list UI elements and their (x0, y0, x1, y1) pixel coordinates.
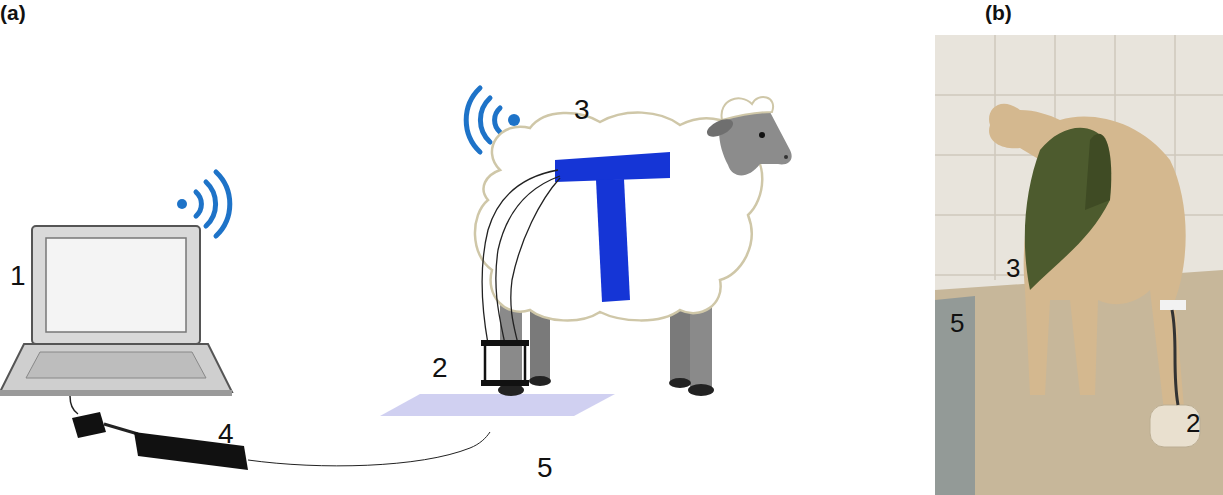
photo-sheep (989, 104, 1186, 420)
plate-wire (248, 432, 490, 466)
hoof (688, 384, 714, 396)
leg-sensor (485, 344, 525, 382)
callout-number: 4 (218, 420, 234, 448)
photo-coat-fold (1085, 134, 1111, 210)
callout-number: 1 (10, 262, 26, 290)
pressure-plate (380, 394, 615, 416)
sheep-eye (759, 132, 765, 138)
wifi-arc (206, 182, 216, 226)
usb-cable (70, 396, 78, 414)
laptop-screen (46, 238, 186, 332)
wifi-dot (508, 114, 520, 126)
hoof (669, 378, 691, 388)
wifi-arc (196, 192, 201, 216)
saddle-pack (555, 152, 670, 182)
laptop-edge (0, 390, 232, 396)
photo-cable (1172, 310, 1178, 405)
laptop-screen-frame (32, 226, 200, 344)
wifi-arc (466, 88, 480, 152)
wifi-icon (177, 172, 230, 236)
sensor-band (481, 380, 529, 386)
photo-trough (935, 296, 975, 495)
sheep-nose (784, 155, 788, 159)
photo-leg-sensor (1150, 405, 1200, 447)
photo (935, 35, 1223, 495)
laptop-base (0, 344, 232, 392)
saddle-strap (596, 179, 630, 302)
panel-label: (a) (0, 2, 26, 23)
sheep-fleece (475, 113, 762, 321)
callout-number: 3 (574, 96, 590, 124)
photo-tape (1160, 300, 1186, 310)
wifi-arc (495, 108, 500, 132)
sensor-band (481, 340, 529, 346)
usb-neck (104, 424, 138, 434)
hoof (529, 376, 551, 386)
callout-number: 2 (1186, 410, 1200, 436)
callout-number: 3 (1006, 255, 1020, 281)
usb-plug (72, 412, 106, 438)
photo-wall (935, 35, 1223, 495)
callout-number: 5 (537, 454, 553, 482)
sensor-wire (511, 178, 560, 344)
laptop (0, 226, 232, 396)
wifi-arc (216, 172, 230, 236)
laptop-keyboard (26, 352, 206, 378)
sheep-ear (704, 116, 735, 141)
callout-number: 2 (432, 354, 448, 382)
sheep (475, 97, 792, 396)
sensor-wire (496, 176, 560, 344)
wifi-dot (177, 199, 187, 209)
callout-number: 5 (950, 310, 964, 336)
panel-label: (b) (985, 2, 1012, 23)
sheep-topknot (722, 97, 774, 120)
wifi-arc (480, 98, 490, 142)
